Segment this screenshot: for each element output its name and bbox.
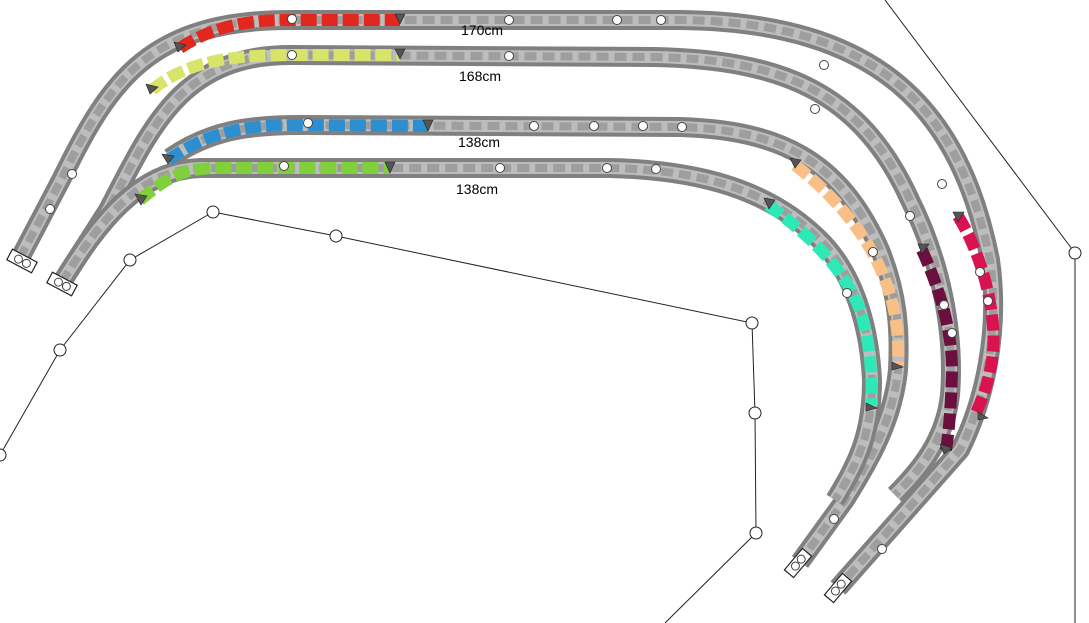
- node-circle-icon: [589, 121, 599, 131]
- node-circle-icon: [287, 50, 297, 60]
- block-yellow: [148, 49, 400, 95]
- direction-arrow-icon: [394, 48, 406, 60]
- node-circle-icon: [975, 267, 985, 277]
- block-purple: [916, 247, 959, 451]
- track-label-138cm-upper: 138cm: [458, 134, 500, 150]
- node-circle-icon: [677, 122, 687, 132]
- direction-arrow-icon: [977, 411, 989, 421]
- buffer-stop-icon: [6, 248, 38, 274]
- zone-outline-left: [0, 211, 757, 623]
- node-circle-icon: [937, 179, 947, 189]
- block-red: [176, 14, 400, 54]
- node-circle-icon: [656, 15, 666, 25]
- vertex-node: [123, 253, 137, 267]
- track-138cm-lower[interactable]: [62, 168, 872, 500]
- node-circle-icon: [612, 15, 622, 25]
- node-circle-icon: [529, 121, 539, 131]
- node-circle-icon: [868, 247, 878, 257]
- buffer-stop-icon: [46, 271, 78, 297]
- direction-arrows: [134, 13, 989, 455]
- direction-arrow-icon: [161, 153, 175, 165]
- node-circle-icon: [939, 300, 949, 310]
- track-label-168cm: 168cm: [459, 68, 501, 84]
- node-circle-icon: [905, 211, 915, 221]
- direction-arrow-icon: [394, 13, 406, 25]
- block-green: [136, 162, 390, 205]
- node-circle-icon: [638, 121, 648, 131]
- node-circle-icon: [495, 163, 505, 173]
- node-circle-icon: [947, 328, 957, 338]
- node-circle-icon: [504, 15, 514, 25]
- vertex-node: [53, 343, 67, 357]
- node-circle-icon: [303, 118, 313, 128]
- track-nodes: [45, 14, 993, 554]
- vertex-node: [749, 526, 763, 540]
- vertex-node: [745, 316, 759, 330]
- direction-arrow-icon: [939, 443, 953, 455]
- direction-arrow-icon: [891, 361, 904, 371]
- direction-arrow-icon: [134, 193, 148, 206]
- occupied-blocks: [136, 14, 1000, 451]
- direction-arrow-icon: [917, 243, 930, 255]
- block-peach: [791, 160, 905, 366]
- buffer-stops[interactable]: [6, 248, 853, 604]
- node-circle-icon: [842, 288, 852, 298]
- node-circle-icon: [602, 163, 612, 173]
- vertex-node: [329, 229, 343, 243]
- track-138cm-upper[interactable]: [170, 125, 899, 562]
- node-circle-icon: [877, 544, 887, 554]
- node-circle-icon: [279, 161, 289, 171]
- direction-arrow-icon: [145, 83, 159, 95]
- direction-arrow-icon: [789, 157, 802, 169]
- node-circle-icon: [651, 164, 661, 174]
- direction-arrow-icon: [422, 119, 434, 132]
- vertex-node: [748, 406, 762, 420]
- vertex-node: [1068, 246, 1082, 260]
- buffer-stop-icon: [823, 572, 853, 604]
- node-circle-icon: [45, 204, 55, 214]
- direction-arrow-icon: [865, 402, 878, 412]
- direction-arrow-icon: [384, 161, 396, 174]
- direction-arrow-icon: [763, 197, 776, 210]
- direction-arrow-icon: [173, 41, 187, 53]
- direction-arrow-icon: [952, 211, 965, 223]
- node-circle-icon: [504, 51, 514, 61]
- node-circle-icon: [287, 14, 297, 24]
- node-circle-icon: [829, 514, 839, 524]
- node-circle-icon: [819, 60, 829, 70]
- node-circle-icon: [983, 296, 993, 306]
- outline-vertices: [0, 205, 1082, 540]
- node-circle-icon: [810, 104, 820, 114]
- track-label-170cm: 170cm: [461, 22, 503, 38]
- vertex-node: [0, 448, 7, 462]
- vertex-node: [206, 205, 220, 219]
- block-magenta: [952, 212, 1000, 418]
- block-mint: [764, 200, 878, 406]
- buffer-stop-icon: [783, 547, 813, 579]
- block-blue: [164, 118, 429, 165]
- node-circle-icon: [67, 169, 77, 179]
- track-label-138cm-lower: 138cm: [456, 181, 498, 197]
